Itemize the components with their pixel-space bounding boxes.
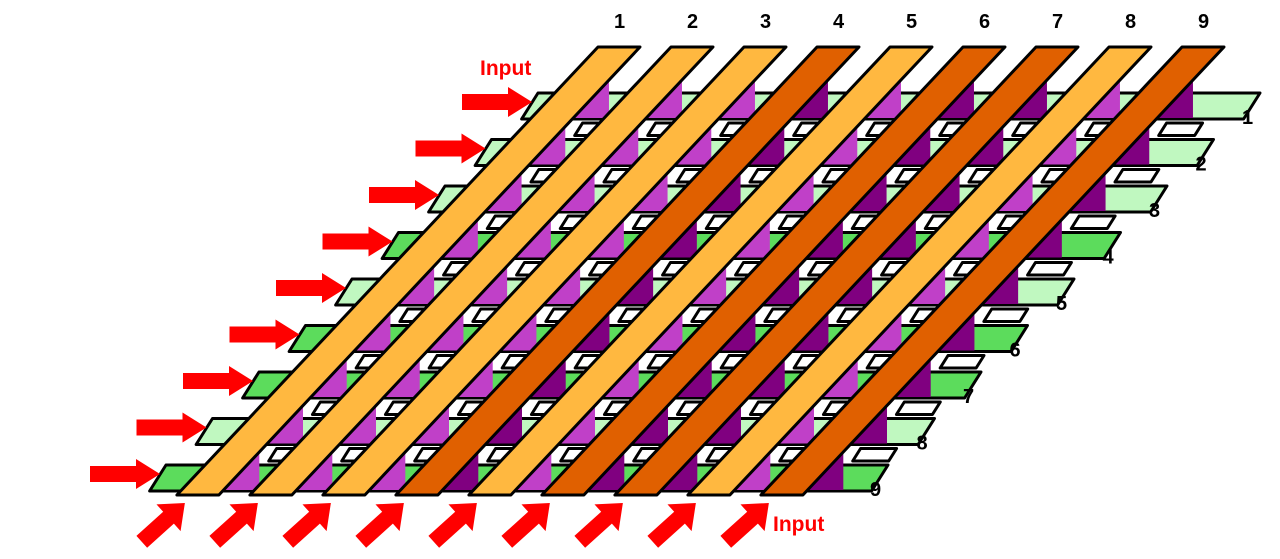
column-bar-7 xyxy=(613,45,1080,497)
column-label-2: 2 xyxy=(687,11,698,33)
row-label-9: 9 xyxy=(870,479,881,501)
column-bar-9 xyxy=(759,45,1226,497)
input-label-top: Input xyxy=(480,57,531,80)
row-input-arrow-icon xyxy=(322,226,393,257)
row-label-7: 7 xyxy=(963,386,974,408)
row-input-arrow-icon xyxy=(183,366,253,396)
column-bar-6 xyxy=(540,45,1007,497)
row-label-1: 1 xyxy=(1242,107,1253,129)
column-label-4: 4 xyxy=(833,11,845,33)
gap-cell xyxy=(1113,168,1161,184)
gap-cell xyxy=(1026,261,1073,277)
column-input-arrow-icon xyxy=(282,503,331,548)
column-bar-5 xyxy=(467,45,934,497)
column-label-9: 9 xyxy=(1198,11,1209,33)
row-input-arrow-icon xyxy=(229,319,300,350)
column-bar-1 xyxy=(175,45,642,497)
row-label-5: 5 xyxy=(1056,293,1067,315)
gap-cell xyxy=(938,354,986,370)
row-label-4: 4 xyxy=(1103,247,1115,269)
gap-cell xyxy=(851,447,899,463)
row-input-arrow-icon xyxy=(276,273,346,303)
gap-cell xyxy=(894,400,942,416)
column-input-arrow-icon xyxy=(355,503,404,548)
column-input-arrow-icon xyxy=(428,503,477,548)
input-label-bottom: Input xyxy=(773,513,824,536)
column-bar-8 xyxy=(686,45,1153,497)
column-label-3: 3 xyxy=(760,11,771,33)
column-input-arrow-icon xyxy=(647,503,696,548)
column-label-8: 8 xyxy=(1125,11,1136,33)
gap-cell xyxy=(1157,121,1205,137)
row-input-arrow-icon xyxy=(136,412,207,443)
column-bar-2 xyxy=(248,45,715,497)
row-label-3: 3 xyxy=(1149,200,1160,222)
row-label-6: 6 xyxy=(1010,340,1021,362)
column-label-1: 1 xyxy=(614,11,625,33)
column-label-6: 6 xyxy=(979,11,990,33)
column-bar-4 xyxy=(394,45,861,497)
column-input-arrow-icon xyxy=(136,503,185,548)
column-label-7: 7 xyxy=(1052,11,1063,33)
column-input-arrow-icon xyxy=(720,503,769,548)
gap-cell xyxy=(982,307,1030,323)
row-label-8: 8 xyxy=(917,433,928,455)
row-label-2: 2 xyxy=(1196,154,1207,176)
row-input-arrow-icon xyxy=(369,180,439,210)
column-input-arrow-icon xyxy=(574,503,623,548)
column-label-5: 5 xyxy=(906,11,917,33)
row-input-arrow-icon xyxy=(90,459,160,489)
column-input-arrow-icon xyxy=(209,503,258,548)
column-input-arrow-icon xyxy=(501,503,550,548)
row-input-arrow-icon xyxy=(415,133,486,164)
gap-cell xyxy=(1069,214,1117,230)
column-bar-3 xyxy=(321,45,788,497)
row-input-arrow-icon xyxy=(462,87,532,117)
